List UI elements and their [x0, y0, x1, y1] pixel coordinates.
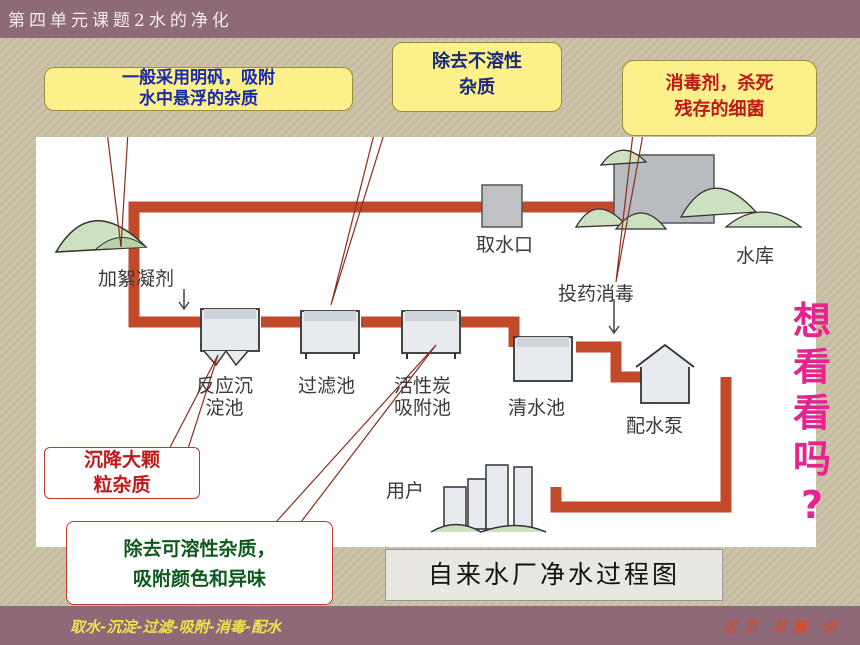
label-intake: 取水口: [476, 234, 534, 256]
callout-sediment: 沉降大颗 粒杂质: [44, 447, 200, 499]
label-reaction-tank: 反应沉 淀池: [196, 375, 254, 419]
callout-insoluble: 除去不溶性 杂质: [392, 42, 562, 112]
pump-house: [635, 343, 695, 404]
filter-tank: [300, 310, 360, 359]
header-bar: 第四单元课题2水的净化: [0, 0, 860, 38]
label-clear-tank: 清水池: [508, 397, 566, 419]
reaction-tank: [200, 308, 260, 367]
label-filter-tank: 过滤池: [298, 375, 356, 397]
pipe-to-reaction: [128, 249, 201, 328]
label-user: 用户: [386, 480, 425, 502]
callout-soluble: 除去可溶性杂质， 吸附颜色和异味: [66, 521, 333, 605]
label-carbon-tank: 活性炭 吸附池: [394, 375, 452, 419]
pipe-carbon-clear: [461, 316, 520, 347]
footer-bar: 取水-沉淀-过滤-吸附-消毒-配水 居巢 黄麓 谢: [0, 606, 860, 645]
diagram-graphics: [54, 137, 803, 533]
callout-alum: 一般采用明矾，吸附 水中悬浮的杂质: [44, 67, 353, 111]
clear-tank: [513, 336, 573, 382]
callout-disinfectant: 消毒剂，杀死 残存的细菌: [622, 60, 817, 136]
pipe-pump-user: [550, 377, 732, 513]
side-question: 想 看 看 吗 ?: [792, 299, 831, 527]
slide-title: 第四单元课题2水的净化: [8, 11, 233, 31]
reservoir-box: [613, 154, 715, 224]
label-reservoir: 水库: [736, 245, 775, 267]
process-flow: 取水-沉淀-过滤-吸附-消毒-配水: [70, 618, 282, 636]
diagram-caption: 自来水厂净水过程图: [385, 549, 723, 601]
carbon-tank: [401, 310, 461, 359]
pipe-clear-pump: [576, 341, 641, 383]
label-disinfect: 投药消毒: [558, 283, 635, 305]
intake-box: [481, 184, 523, 228]
pipe-intake: [128, 201, 491, 249]
label-pump: 配水泵: [626, 415, 684, 437]
label-coagulant: 加絮凝剂: [98, 268, 175, 290]
user-buildings: [430, 464, 547, 533]
author-credit: 居巢 黄麓 谢: [722, 618, 842, 636]
